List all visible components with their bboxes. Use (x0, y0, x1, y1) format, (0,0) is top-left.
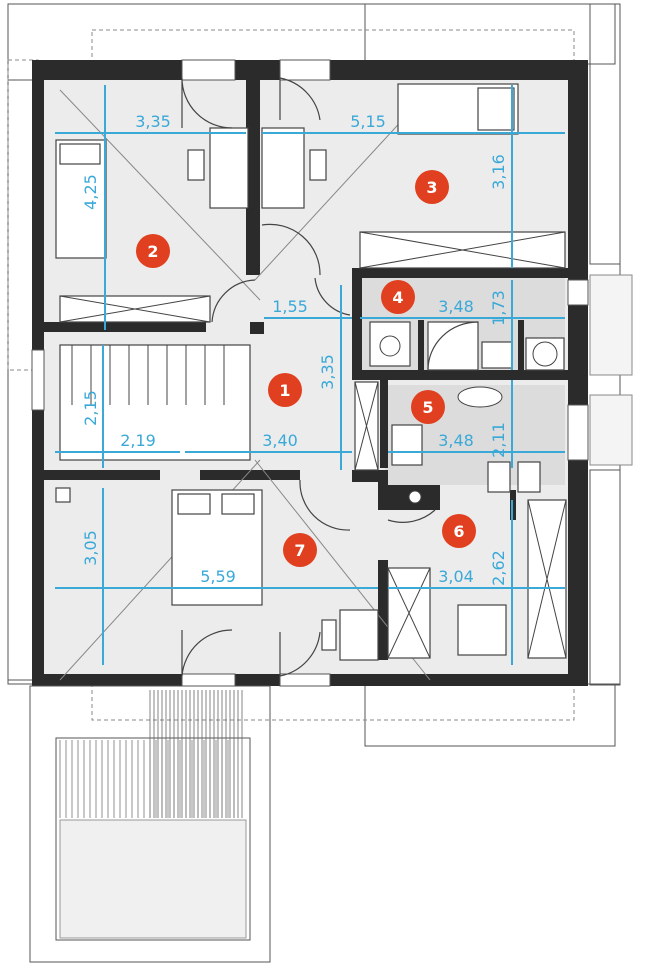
windows (31, 59, 589, 687)
room-badge-2: 2 (136, 234, 170, 268)
doors (181, 77, 436, 677)
terrace-steps (59, 690, 243, 818)
room-badges: 1 2 3 4 5 6 7 (136, 170, 476, 567)
room-number: 2 (147, 242, 158, 261)
dim-label: 5,15 (350, 112, 386, 131)
desks (187, 127, 507, 661)
dim-label: 3,48 (438, 297, 474, 316)
room-number: 1 (279, 381, 290, 400)
room-badge-6: 6 (442, 514, 476, 548)
dim-label: 3,35 (135, 112, 171, 131)
room-number: 5 (422, 398, 433, 417)
beds (55, 83, 519, 606)
dim-label: 3,05 (81, 530, 100, 566)
dim-label: 1,55 (272, 297, 308, 316)
dim-label: 2,62 (489, 550, 508, 586)
dim-label: 3,04 (438, 567, 474, 586)
dim-label: 3,16 (489, 154, 508, 190)
room-number: 3 (426, 178, 437, 197)
dim-label: 4,25 (81, 174, 100, 210)
room-badge-1: 1 (268, 373, 302, 407)
staircase (59, 344, 251, 461)
dim-label: 3,35 (318, 354, 337, 390)
room-badge-4: 4 (381, 280, 415, 314)
dim-label: 1,73 (489, 290, 508, 326)
dim-label: 2,11 (489, 422, 508, 458)
dim-label: 2,19 (120, 431, 156, 450)
room-number: 6 (453, 522, 464, 541)
dimension-labels: 3,35 5,15 4,25 3,16 1,55 3,48 1,73 3,35 … (81, 112, 508, 586)
dim-label: 2,15 (81, 390, 100, 426)
dimension-lines (55, 85, 565, 665)
entrance-terrace (29, 685, 271, 963)
dim-label: 3,48 (438, 431, 474, 450)
wardrobes (59, 231, 567, 659)
walls (32, 60, 588, 686)
room-badge-5: 5 (411, 390, 445, 424)
room-number: 4 (392, 288, 403, 307)
dim-label: 3,40 (262, 431, 298, 450)
dim-label: 5,59 (200, 567, 236, 586)
room-badge-7: 7 (283, 533, 317, 567)
room-number: 7 (294, 541, 305, 560)
room-badge-3: 3 (415, 170, 449, 204)
balcony-right (589, 274, 633, 466)
